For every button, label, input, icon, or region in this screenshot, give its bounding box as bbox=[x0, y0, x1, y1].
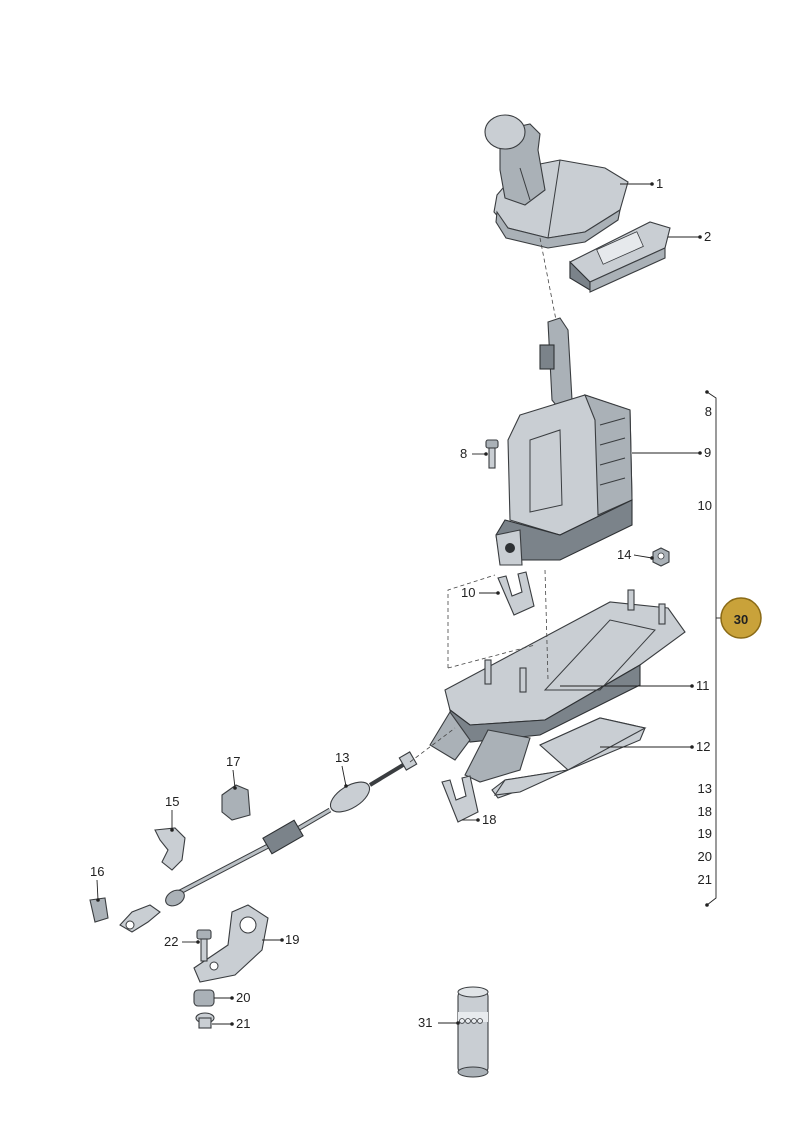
callout-2: 2 bbox=[704, 229, 711, 244]
callout-17: 17 bbox=[226, 754, 240, 769]
clip-16 bbox=[89, 897, 109, 923]
group-item: 8 bbox=[705, 404, 712, 419]
callout-21: 21 bbox=[236, 1016, 250, 1031]
shift-cable bbox=[119, 751, 418, 933]
bolt-8 bbox=[485, 439, 499, 469]
callout-22: 22 bbox=[164, 934, 178, 949]
group-item: 10 bbox=[698, 498, 712, 513]
group-item-list: 8 10 13 18 19 20 21 bbox=[698, 404, 712, 887]
callout-16: 16 bbox=[90, 864, 104, 879]
callout-10: 10 bbox=[461, 585, 475, 600]
callout-13: 13 bbox=[335, 750, 349, 765]
callout-1: 1 bbox=[656, 176, 663, 191]
callout-19: 19 bbox=[285, 932, 299, 947]
clip-18 bbox=[441, 775, 479, 823]
callout-18: 18 bbox=[482, 812, 496, 827]
callout-15: 15 bbox=[165, 794, 179, 809]
shift-mechanism-housing bbox=[495, 317, 633, 566]
group-item: 20 bbox=[698, 849, 712, 864]
nut-14 bbox=[652, 547, 670, 567]
group-item: 13 bbox=[698, 781, 712, 796]
group-badge-label: 30 bbox=[734, 612, 748, 627]
group-item: 18 bbox=[698, 804, 712, 819]
nut-20 bbox=[193, 989, 215, 1007]
callout-11: 11 bbox=[696, 678, 710, 693]
clip-17 bbox=[221, 784, 251, 821]
clip-10 bbox=[497, 571, 535, 616]
callout-31: 31 bbox=[418, 1015, 432, 1030]
gear-knob-boot bbox=[484, 114, 629, 249]
assembly-lines bbox=[409, 237, 557, 763]
group-item: 21 bbox=[698, 872, 712, 887]
callout-14: 14 bbox=[617, 547, 631, 562]
callout-12: 12 bbox=[696, 739, 710, 754]
selector-display-panel bbox=[569, 221, 671, 293]
clip-15 bbox=[154, 827, 186, 871]
grease-tube bbox=[457, 986, 489, 1078]
callout-20: 20 bbox=[236, 990, 250, 1005]
insulation-plate bbox=[491, 717, 647, 799]
group-bracket: 8 10 13 18 19 20 21 30 bbox=[698, 390, 762, 907]
lever-bracket bbox=[193, 904, 269, 983]
rivet-21 bbox=[195, 1012, 215, 1029]
base-bracket bbox=[429, 589, 686, 783]
group-item: 19 bbox=[698, 826, 712, 841]
callout-8: 8 bbox=[460, 446, 467, 461]
callout-labels: 1 2 8 9 14 10 11 12 13 17 15 16 18 19 22… bbox=[90, 176, 711, 1031]
callout-9: 9 bbox=[704, 445, 711, 460]
group-badge bbox=[720, 597, 762, 639]
leader-lines bbox=[96, 182, 702, 1026]
bolt-22 bbox=[196, 929, 212, 962]
